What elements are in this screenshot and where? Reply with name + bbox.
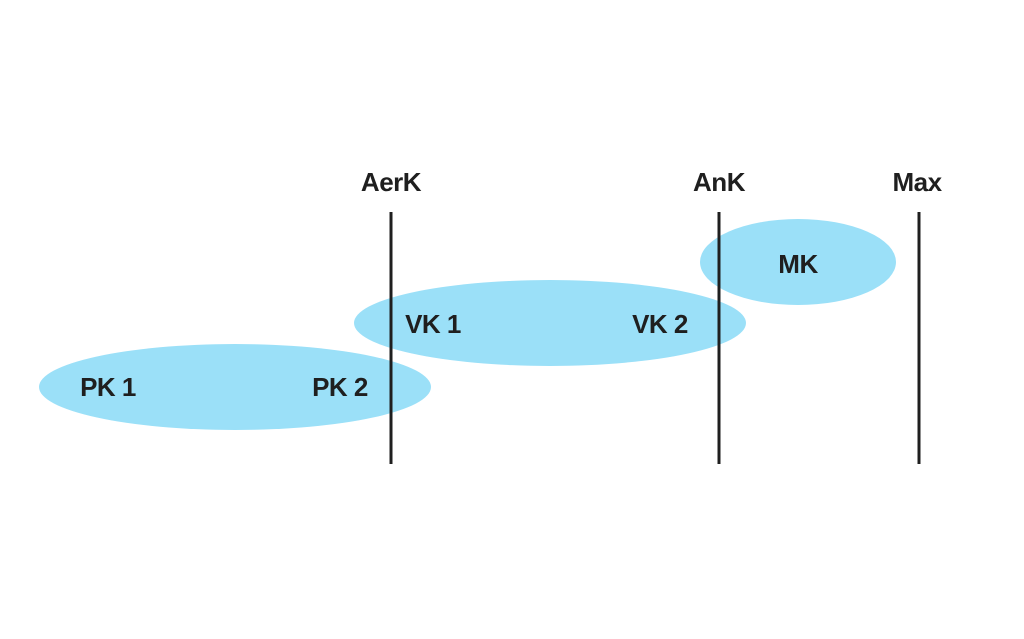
aerk-label: AerK xyxy=(361,167,422,197)
max-label: Max xyxy=(892,167,942,197)
mk-label: MK xyxy=(778,249,818,279)
vk1-label: VK 1 xyxy=(405,309,461,339)
pk1-label: PK 1 xyxy=(80,372,136,402)
vk2-label: VK 2 xyxy=(632,309,688,339)
zone-mk-ellipse xyxy=(700,219,896,305)
ank-label: AnK xyxy=(693,167,746,197)
zone-vk-ellipse xyxy=(354,280,746,366)
pk2-label: PK 2 xyxy=(312,372,368,402)
zone-pk-ellipse xyxy=(39,344,431,430)
